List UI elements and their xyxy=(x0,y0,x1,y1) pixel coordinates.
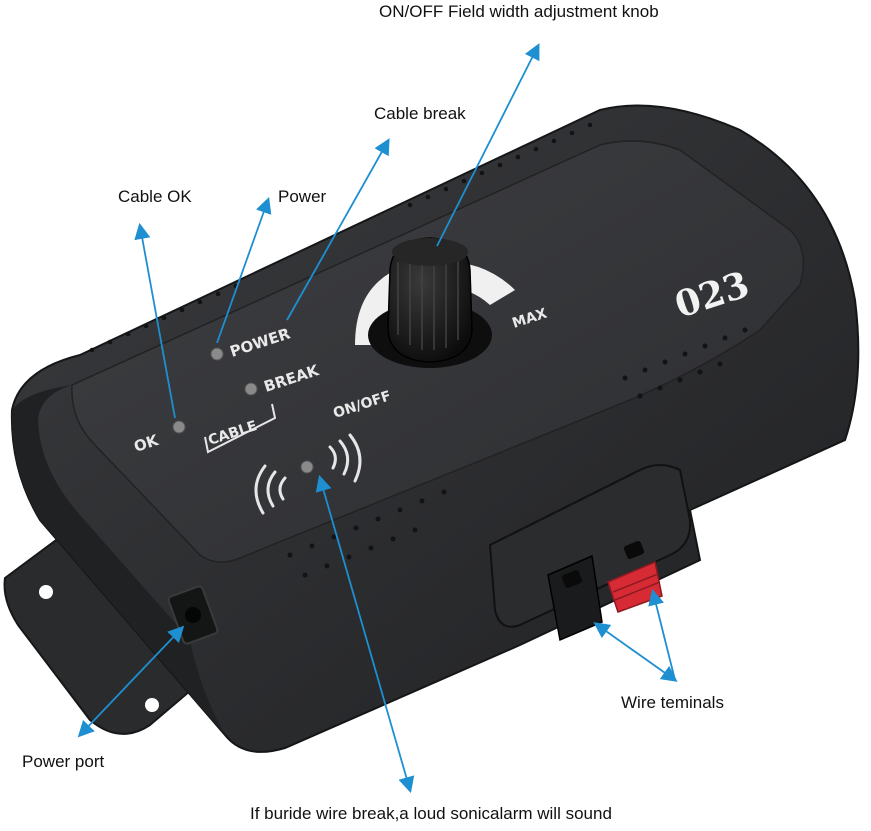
flange-hole-right xyxy=(145,698,159,712)
arrow-power xyxy=(216,196,272,344)
arrow-cable-ok xyxy=(134,222,176,419)
arrow-wire-terminal-black xyxy=(593,622,678,682)
callout-alarm: If buride wire break,a loud sonicalarm w… xyxy=(250,804,612,823)
power-port-socket xyxy=(185,607,201,623)
terminal-lever-red-ridges xyxy=(612,573,661,601)
callout-knob: ON/OFF Field width adjustment knob xyxy=(379,2,659,21)
arrow-knob xyxy=(436,43,540,247)
callout-arrows xyxy=(77,43,678,794)
terminal-lever-black xyxy=(547,554,603,642)
knob-top xyxy=(392,238,468,266)
callout-cable-break: Cable break xyxy=(374,104,466,123)
terminal-hole-right xyxy=(623,541,645,559)
callout-cable-ok: Cable OK xyxy=(118,187,192,206)
alarm-led-icon xyxy=(300,460,314,474)
flange-hole-left xyxy=(39,585,53,599)
arrow-cable-break xyxy=(286,138,390,321)
vent-holes-top xyxy=(89,122,593,353)
break-led-icon xyxy=(244,382,258,396)
callout-wire-terminals: Wire teminals xyxy=(621,693,724,712)
arrow-alarm xyxy=(315,474,415,794)
arrow-wire-terminal-red xyxy=(648,588,676,681)
terminal-block xyxy=(488,464,692,628)
power-led-icon xyxy=(210,347,224,361)
arrow-power-port xyxy=(77,625,185,738)
terminal-hole-left xyxy=(561,570,583,588)
sound-wave-left-icon xyxy=(254,464,287,515)
cable-bracket xyxy=(204,403,277,454)
callout-power: Power xyxy=(278,187,327,206)
callout-power-port: Power port xyxy=(22,752,105,771)
ok-led-icon xyxy=(172,420,186,434)
knob-ridges xyxy=(397,250,459,350)
